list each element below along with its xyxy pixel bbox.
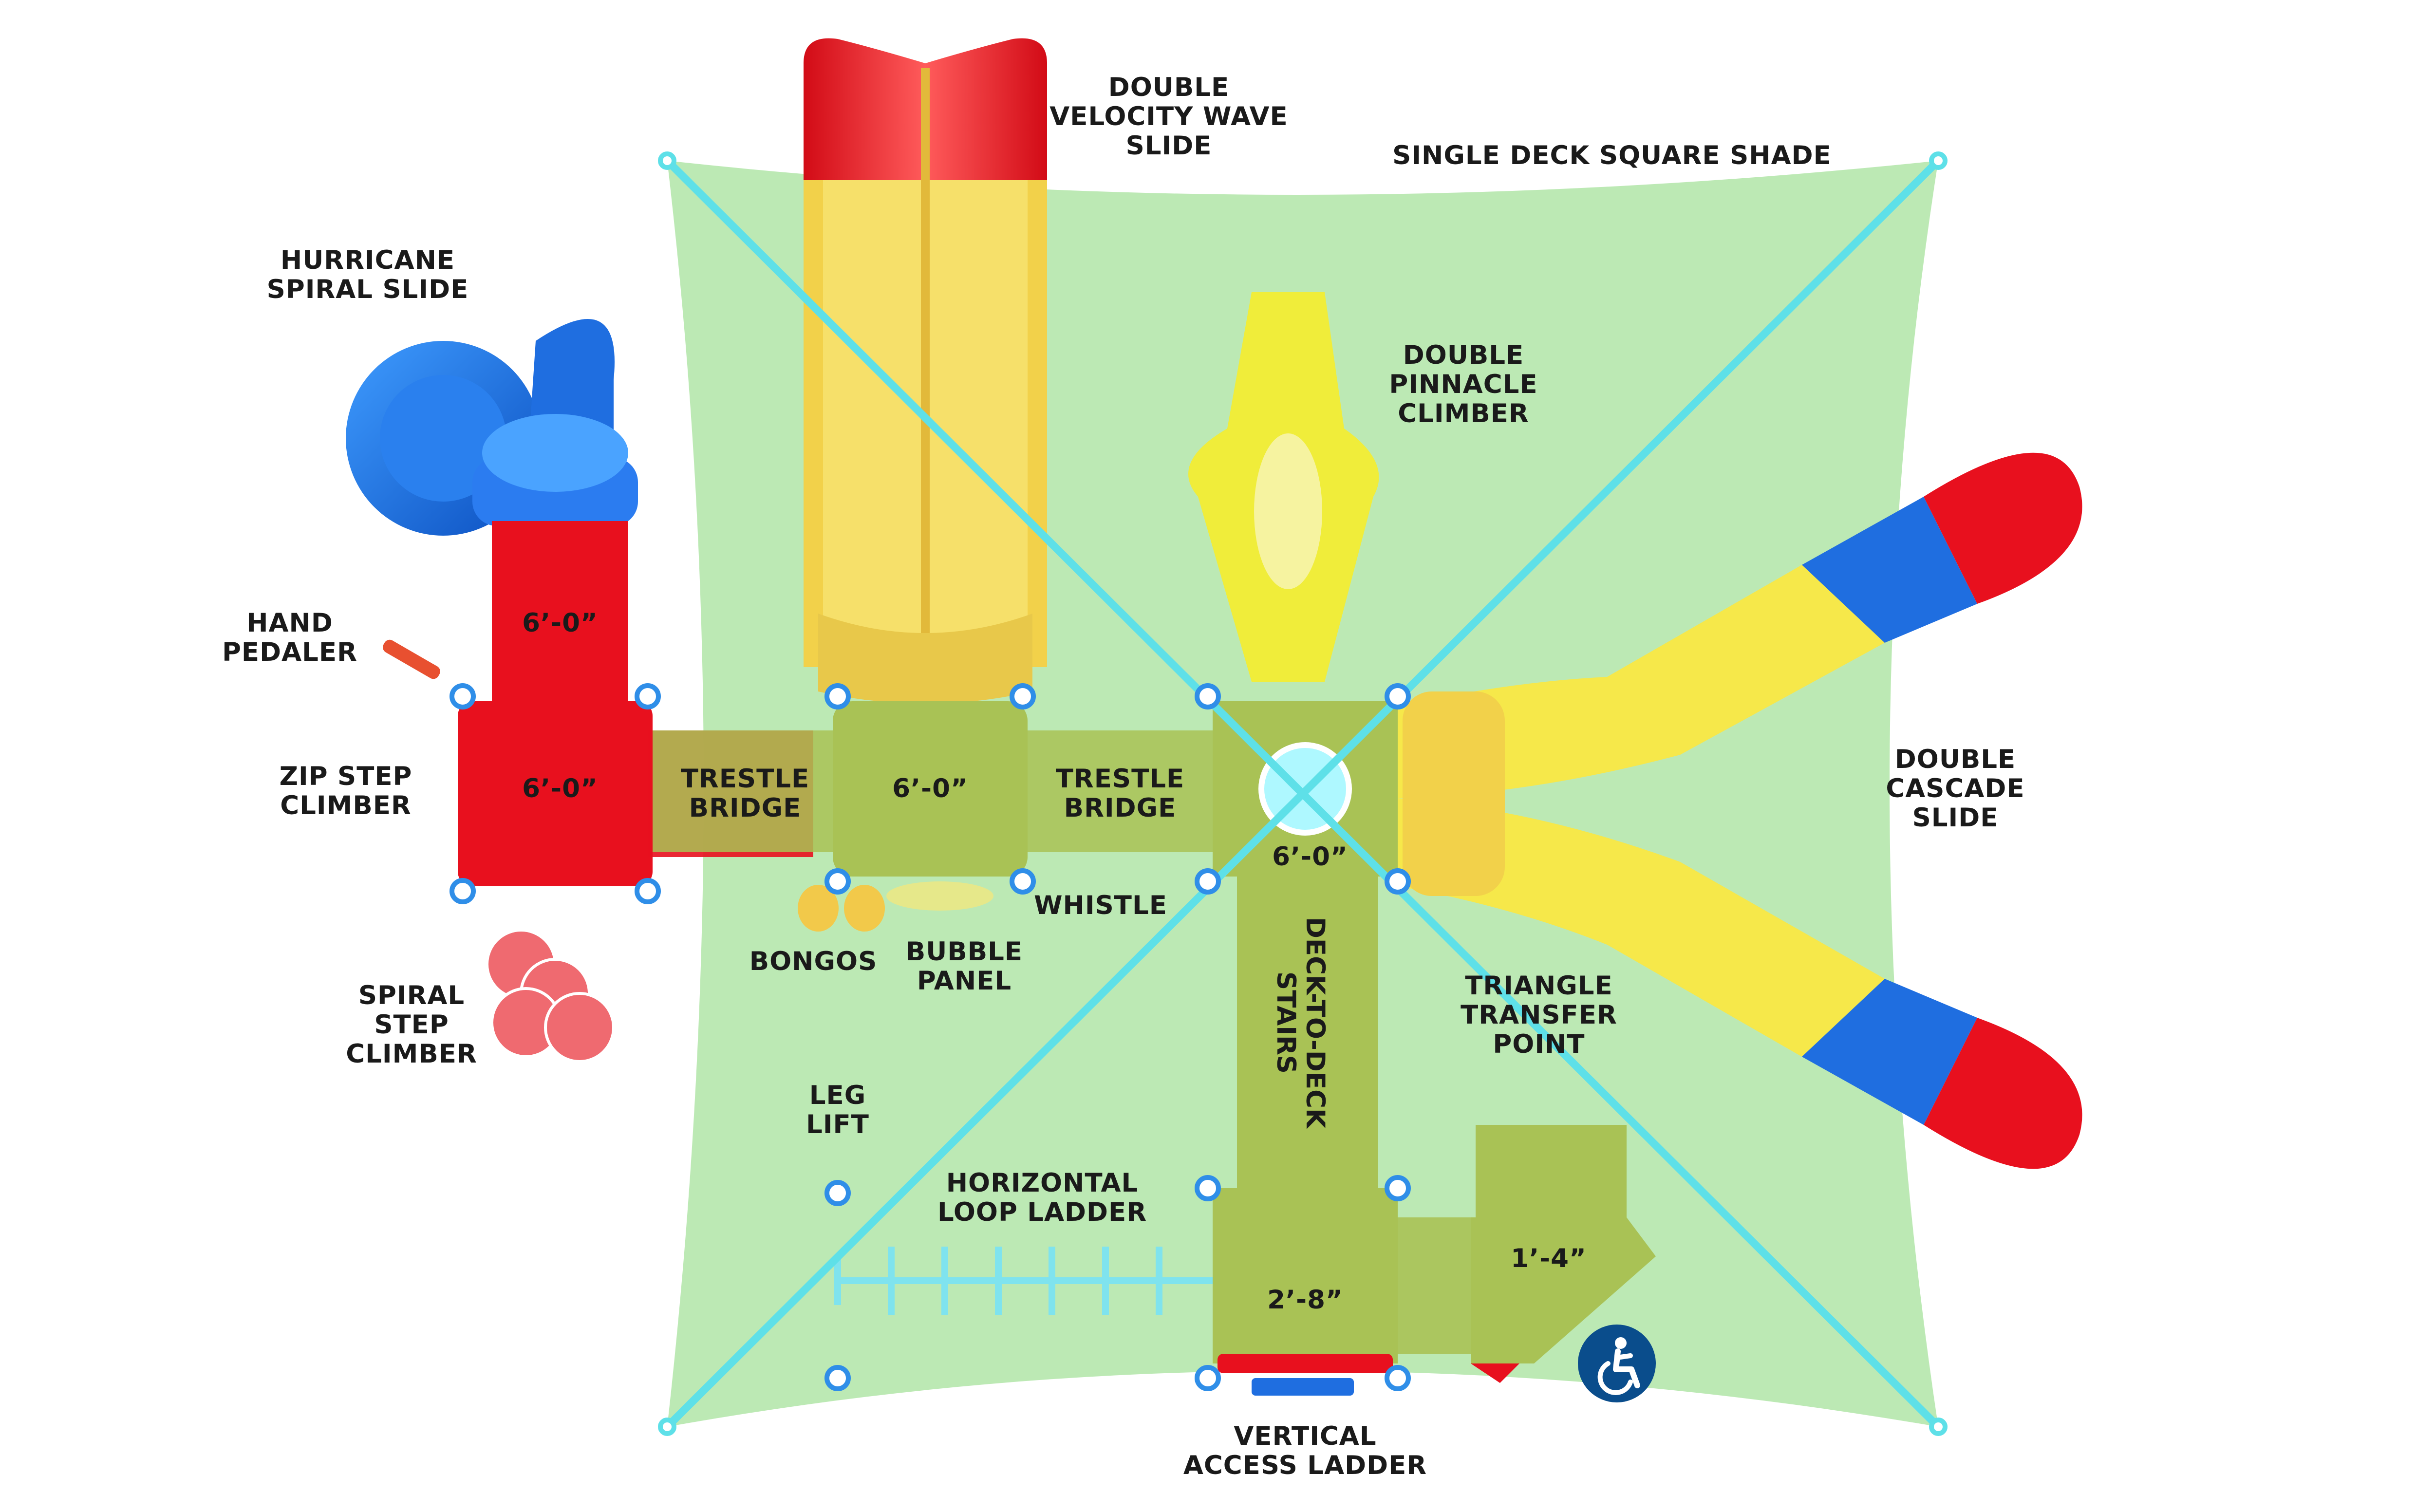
spiral-step-climber bbox=[486, 929, 615, 1063]
dim-tower-upper: 6’-0” bbox=[522, 608, 598, 638]
label-shade: SINGLE DECK SQUARE SHADE bbox=[1392, 141, 1832, 170]
center-left-deck bbox=[833, 701, 1028, 877]
label-whistle: WHISTLE bbox=[1034, 891, 1167, 920]
dim-center-left: 6’-0” bbox=[892, 774, 968, 803]
spiral-slide bbox=[346, 319, 638, 536]
label-bongos: BONGOS bbox=[749, 947, 878, 976]
vertical-access-ladder bbox=[1218, 1354, 1393, 1373]
deck-to-deck-stairs bbox=[1237, 877, 1378, 1198]
wheelchair-accessibility-icon bbox=[1578, 1325, 1656, 1402]
cascade-slide bbox=[1398, 452, 2082, 1169]
dim-low-deck: 2’-8” bbox=[1267, 1285, 1343, 1315]
trestle-bridge-left bbox=[653, 730, 838, 852]
bubble-panel bbox=[886, 881, 993, 911]
velocity-wave-slide bbox=[804, 38, 1047, 704]
tower-lower-deck bbox=[458, 701, 653, 886]
hand-pedaler bbox=[383, 639, 440, 679]
posts bbox=[450, 683, 1411, 1391]
shade-frame bbox=[664, 158, 1941, 1430]
dim-hub: 6’-0” bbox=[1272, 842, 1348, 872]
ramp-deck bbox=[1471, 1217, 1656, 1363]
dim-tower-lower: 6’-0” bbox=[522, 774, 598, 803]
transfer-platform bbox=[1476, 1125, 1627, 1217]
low-deck bbox=[1213, 1188, 1398, 1363]
dim-ramp-deck: 1’-4” bbox=[1511, 1244, 1587, 1273]
bongos bbox=[798, 885, 839, 932]
tower-upper-deck bbox=[492, 521, 628, 706]
pinnacle-climber bbox=[1188, 292, 1379, 682]
horizontal-loop-ladder bbox=[834, 1247, 1213, 1315]
trestle-bridge-right bbox=[1028, 730, 1213, 852]
